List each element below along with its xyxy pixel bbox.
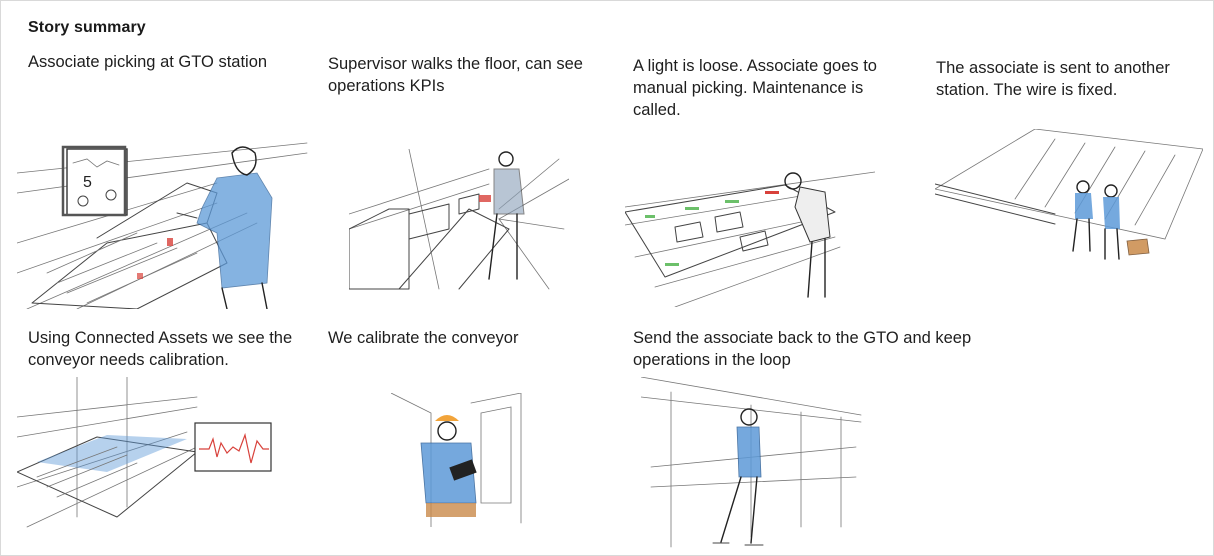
- associate-figure: [176, 146, 273, 309]
- panel-1-caption: Associate picking at GTO station: [28, 53, 268, 71]
- green-light: [665, 263, 679, 266]
- supervisor-figure: [479, 151, 525, 280]
- green-light: [725, 200, 739, 203]
- vibration-monitor: [194, 422, 272, 472]
- red-light: [167, 238, 173, 246]
- toolbox: [1126, 238, 1150, 256]
- associate-figure: [784, 172, 831, 298]
- calibrate-sketch: [391, 393, 525, 527]
- hardhat: [435, 415, 459, 421]
- tablet: [449, 459, 477, 481]
- gto-station-sketch: 5: [17, 123, 309, 309]
- associate-figure: [1072, 180, 1093, 252]
- panel-2-caption: Supervisor walks the floor, can see oper…: [328, 55, 583, 95]
- manual-picking-sketch: [625, 167, 875, 307]
- monitor: 5: [61, 145, 128, 217]
- another-station-sketch: [935, 129, 1203, 267]
- technician-figure: [1103, 184, 1120, 260]
- connected-assets-sketch: [17, 377, 279, 529]
- panel-6-caption: We calibrate the conveyor: [328, 329, 519, 347]
- red-light: [765, 191, 779, 194]
- panel-4-caption: The associate is sent to another station…: [936, 59, 1170, 99]
- panel-5-caption: Using Connected Assets we see the convey…: [28, 329, 293, 369]
- panel-7-caption: Send the associate back to the GTO and k…: [633, 329, 972, 369]
- red-light: [137, 273, 143, 279]
- page-title: Story summary: [28, 19, 146, 36]
- associate-figure: [712, 408, 764, 546]
- screen-digit: 5: [83, 174, 92, 191]
- technician-figure: [420, 415, 477, 517]
- back-to-gto-sketch: [641, 377, 863, 551]
- supervisor-sketch: [349, 149, 569, 291]
- panel-3-caption: A light is loose. Associate goes to manu…: [633, 57, 877, 119]
- green-light: [685, 207, 699, 210]
- green-light: [645, 215, 655, 218]
